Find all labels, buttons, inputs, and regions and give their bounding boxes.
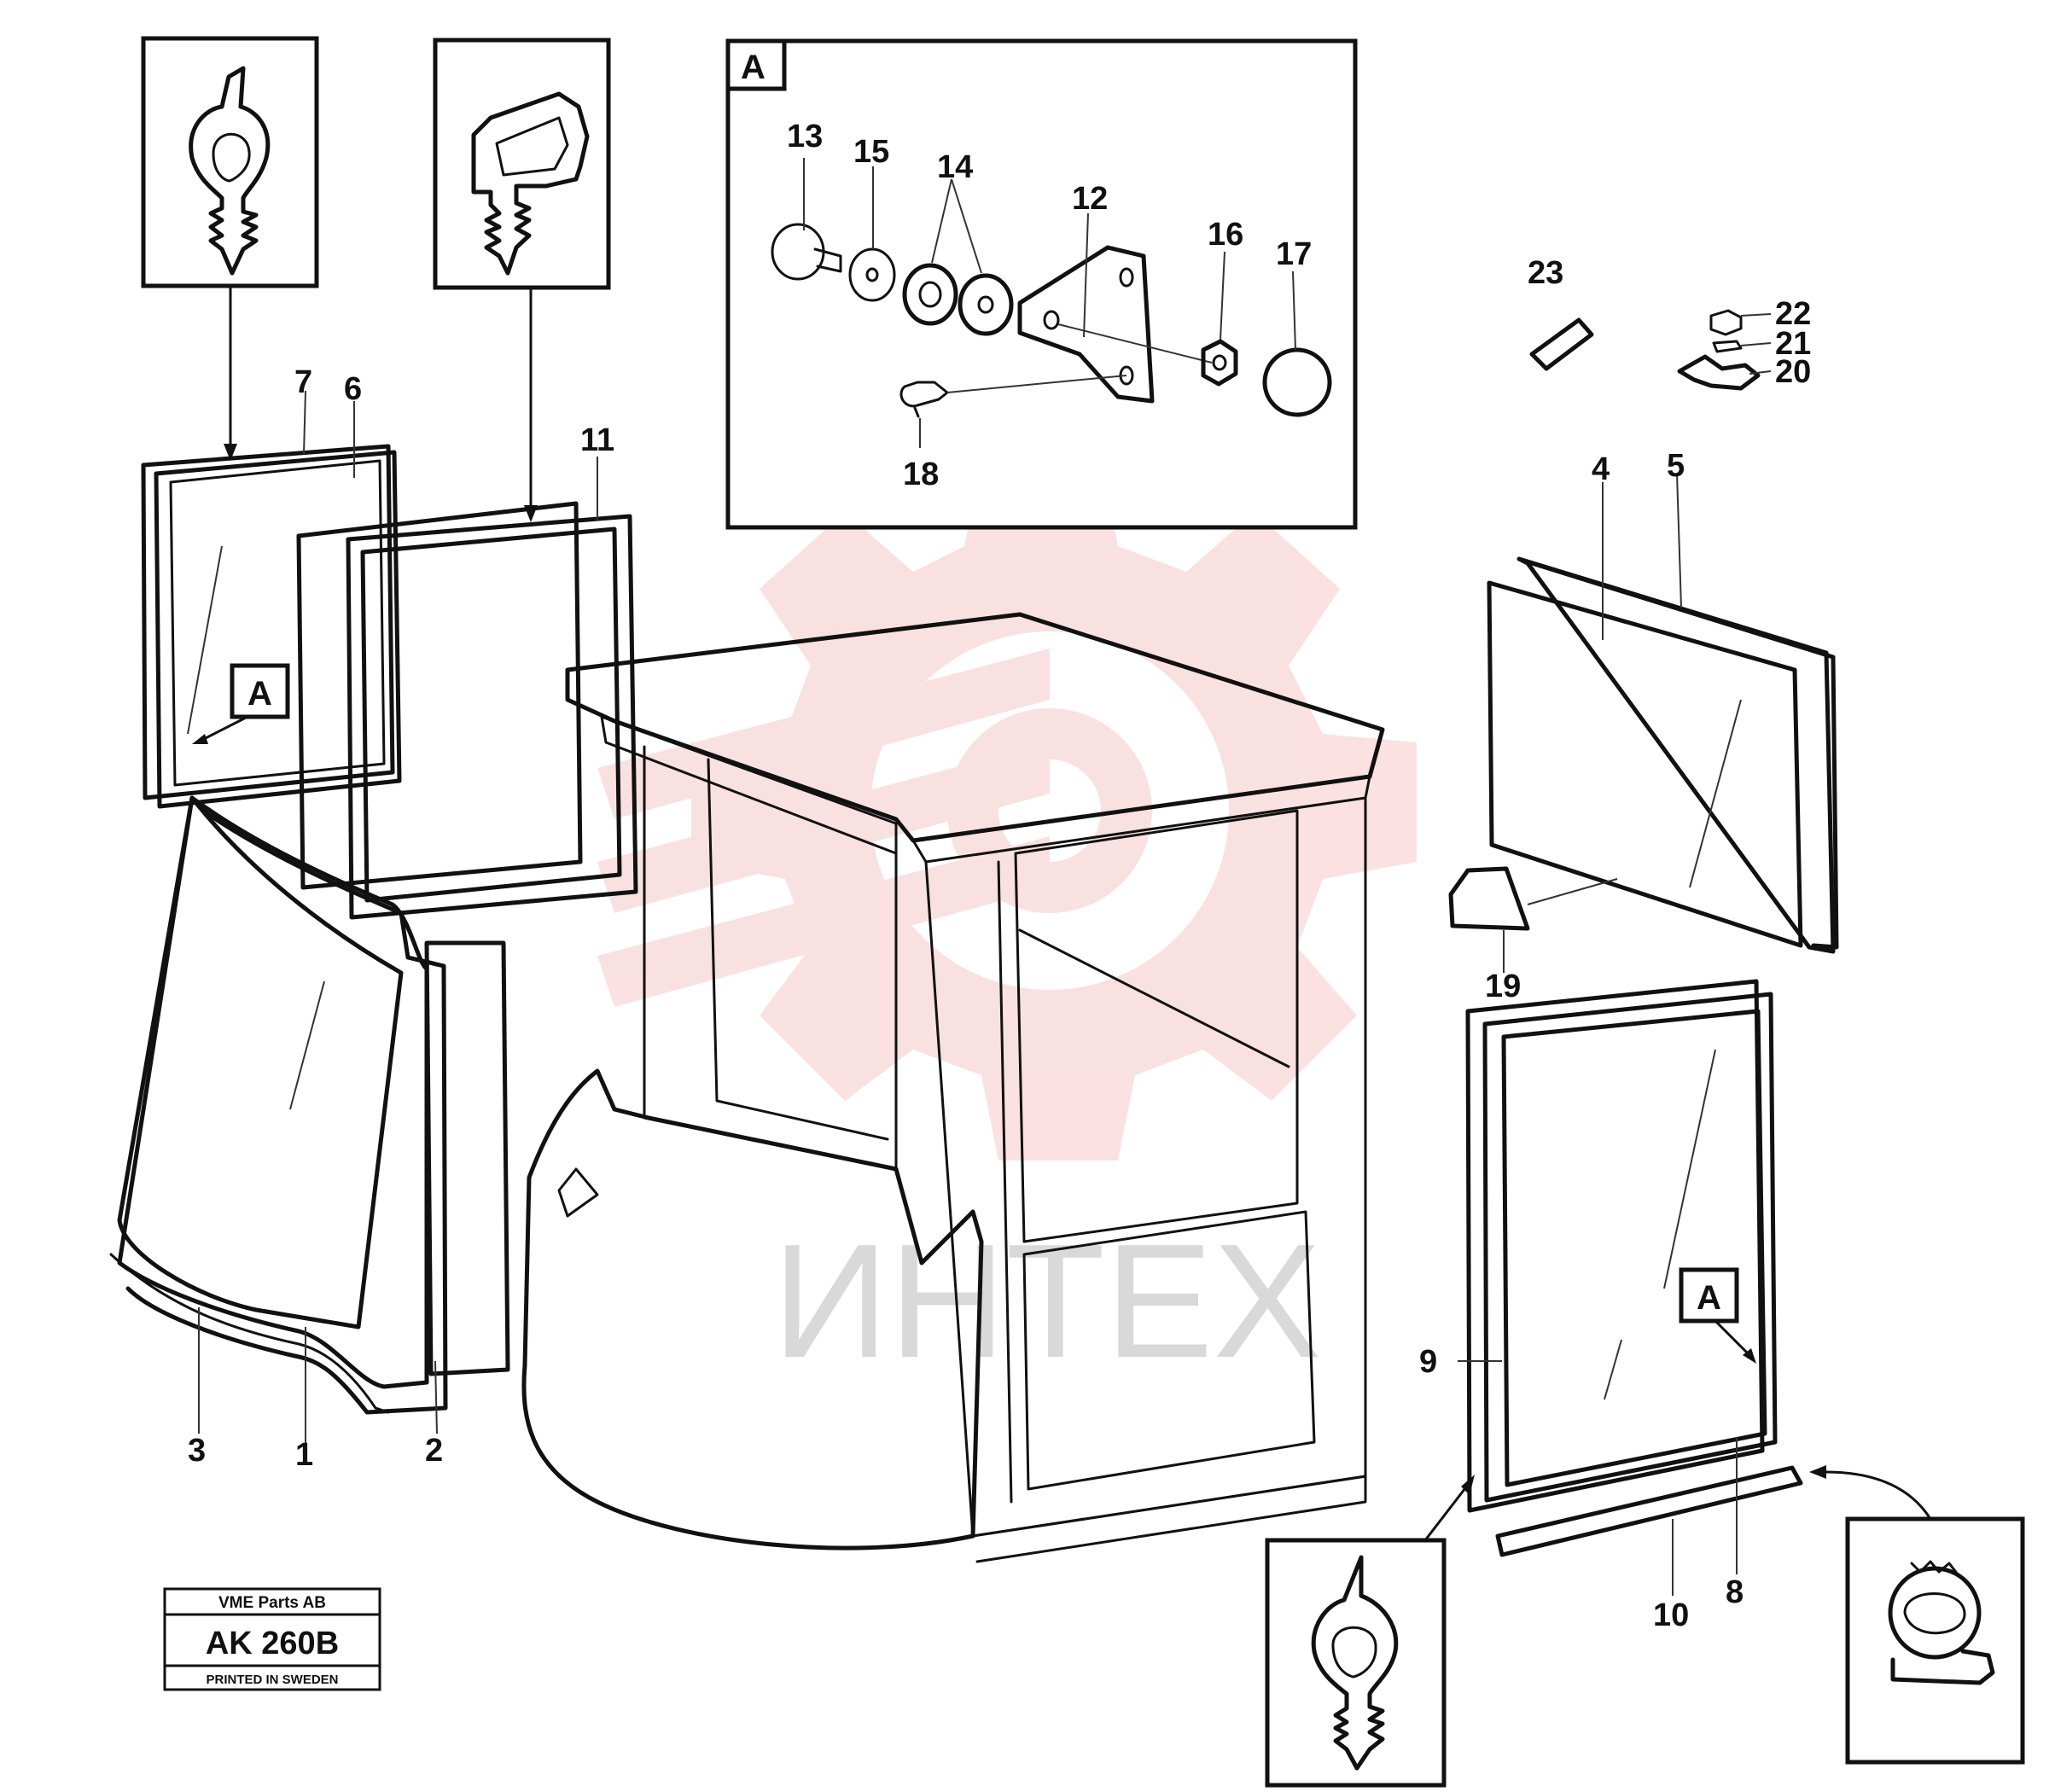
label-5: 5: [1667, 448, 1685, 484]
svg-text:A: A: [247, 675, 272, 713]
label-1: 1: [295, 1437, 313, 1473]
side-window-middle-11: [296, 501, 638, 920]
stamp-company: VME Parts AB: [218, 1594, 326, 1612]
svg-text:A: A: [1697, 1279, 1721, 1317]
label-11: 11: [580, 422, 614, 458]
label-7: 7: [294, 364, 312, 400]
label-9: 9: [1419, 1344, 1437, 1380]
label-23: 23: [1528, 255, 1563, 291]
label-18: 18: [903, 457, 939, 492]
label-13: 13: [787, 119, 823, 154]
leader-lines: [198, 390, 1738, 1596]
stamp-printed: PRINTED IN SWEDEN: [206, 1673, 338, 1687]
windshield-1-2-3: [109, 795, 510, 1415]
label-12: 12: [1072, 181, 1108, 217]
label-16: 16: [1208, 217, 1243, 253]
label-19: 19: [1485, 969, 1521, 1004]
label-3: 3: [188, 1433, 206, 1469]
label-14: 14: [937, 149, 973, 185]
label-4: 4: [1592, 451, 1610, 487]
detail-box-tag: A: [741, 49, 766, 86]
publisher-stamp: VME Parts AB AK 260B PRINTED IN SWEDEN: [163, 1587, 381, 1691]
label-10: 10: [1653, 1597, 1689, 1633]
callout-tag-a-door: A: [1679, 1267, 1756, 1364]
label-8: 8: [1726, 1574, 1744, 1610]
part-number-labels: 13 15 14 12 16 17 18 23 22 21 20 7 6 11 …: [188, 119, 1811, 1633]
small-parts-20-23: [1529, 309, 1772, 391]
label-15: 15: [853, 134, 889, 170]
stamp-code: AK 260B: [206, 1626, 339, 1661]
detail-box-a: A: [725, 38, 1358, 530]
seal-profile-inset-center: [433, 38, 611, 522]
label-6: 6: [344, 371, 362, 407]
label-17: 17: [1276, 236, 1312, 272]
callout-tag-a-left: A: [192, 663, 290, 744]
side-window-left-6-7: [141, 444, 402, 809]
watermark-text: ИНТЕХ: [772, 1211, 1321, 1392]
seal-profile-inset-bottom-right: [1809, 1465, 2025, 1765]
side-window-right-4-5: [1448, 556, 1839, 954]
door-window-8-9-10: [1465, 979, 1803, 1557]
cab-body: [521, 612, 1385, 1563]
seal-profile-inset-left: [141, 36, 319, 461]
label-22: 22: [1775, 296, 1811, 332]
label-20: 20: [1775, 354, 1811, 390]
label-2: 2: [425, 1433, 443, 1469]
seal-profile-inset-bottom-left: [1265, 1475, 1475, 1788]
label-21: 21: [1775, 326, 1811, 362]
